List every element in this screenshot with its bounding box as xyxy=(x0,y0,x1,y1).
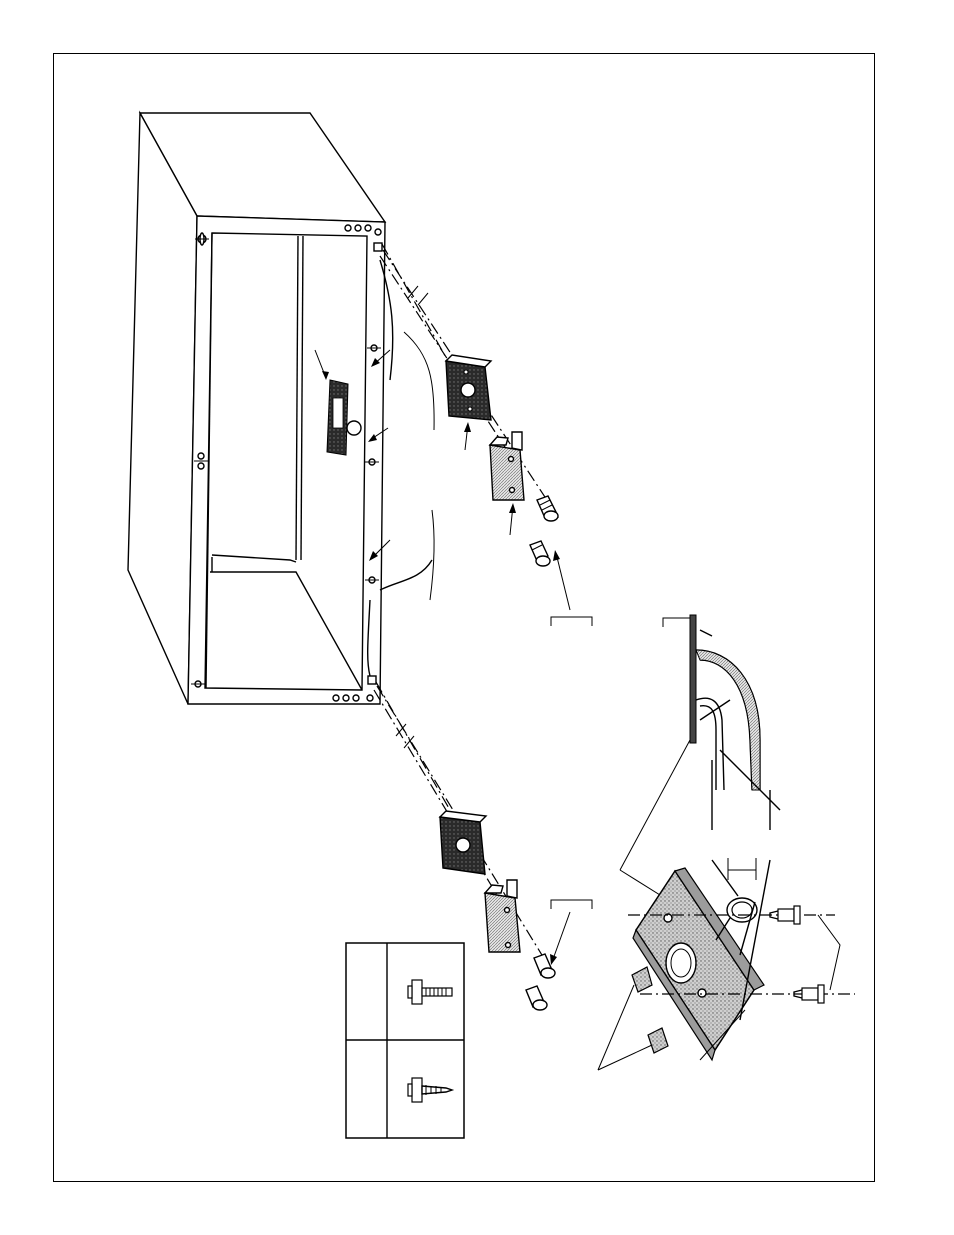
fastener-table xyxy=(346,943,464,1138)
hood-cabinet xyxy=(128,113,434,704)
bracket-screw-4 xyxy=(526,986,547,1010)
damper-duct-section xyxy=(663,615,780,830)
upper-bracket-assembly xyxy=(380,244,592,626)
blower-mounting-plate xyxy=(598,740,855,1070)
plate-screw-1 xyxy=(770,906,800,924)
bracket-screw-1 xyxy=(537,496,558,521)
bracket-screw-2 xyxy=(530,541,550,566)
